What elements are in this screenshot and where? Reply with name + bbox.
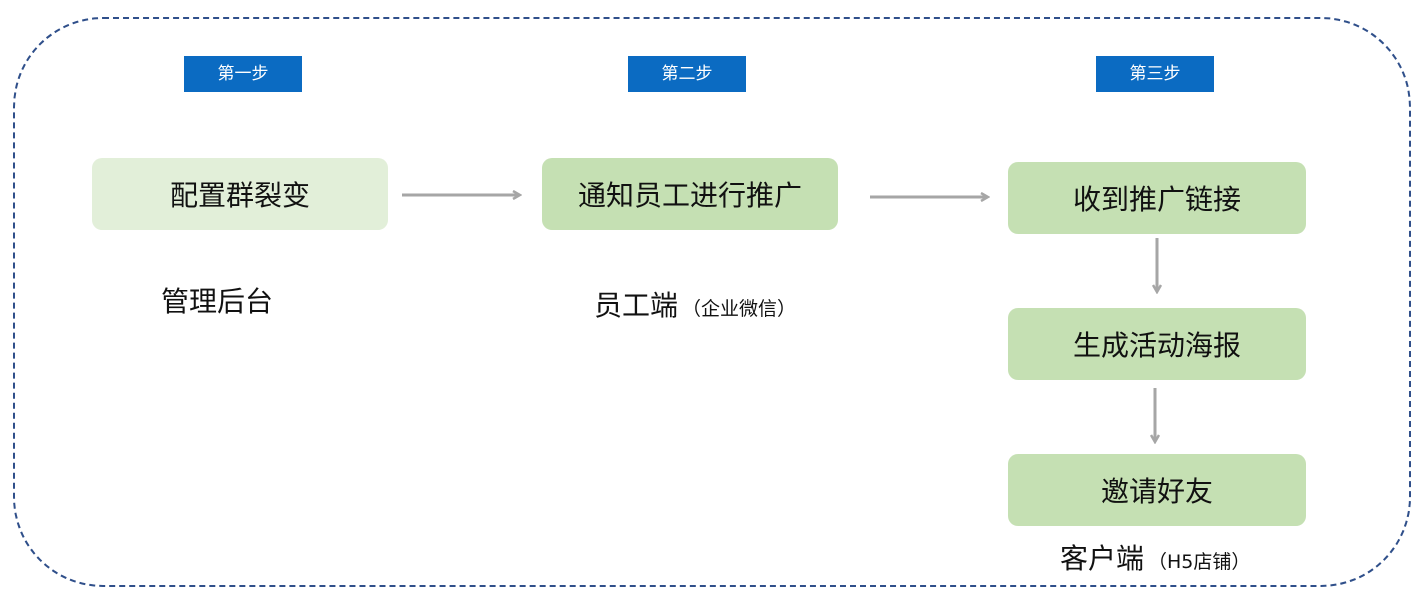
step-2-badge: 第二步 <box>628 56 746 92</box>
node-invite-friends: 邀请好友 <box>1008 454 1306 526</box>
caption-staff-text: 员工端 <box>594 289 679 322</box>
caption-customer-sub: （H5店铺） <box>1148 551 1251 573</box>
step-1-badge: 第一步 <box>184 56 302 92</box>
node-notify-staff: 通知员工进行推广 <box>542 158 838 230</box>
caption-customer: 客户端（H5店铺） <box>1060 537 1250 577</box>
dashed-container <box>13 17 1411 587</box>
node-config-group-fission: 配置群裂变 <box>92 158 388 230</box>
caption-staff: 员工端（企业微信） <box>594 284 796 324</box>
caption-admin-text: 管理后台 <box>161 285 274 318</box>
node-generate-poster: 生成活动海报 <box>1008 308 1306 380</box>
caption-admin: 管理后台 <box>161 280 273 320</box>
step-3-badge: 第三步 <box>1096 56 1214 92</box>
caption-customer-text: 客户端 <box>1060 542 1145 575</box>
node-receive-link: 收到推广链接 <box>1008 162 1306 234</box>
caption-staff-sub: （企业微信） <box>682 298 797 320</box>
